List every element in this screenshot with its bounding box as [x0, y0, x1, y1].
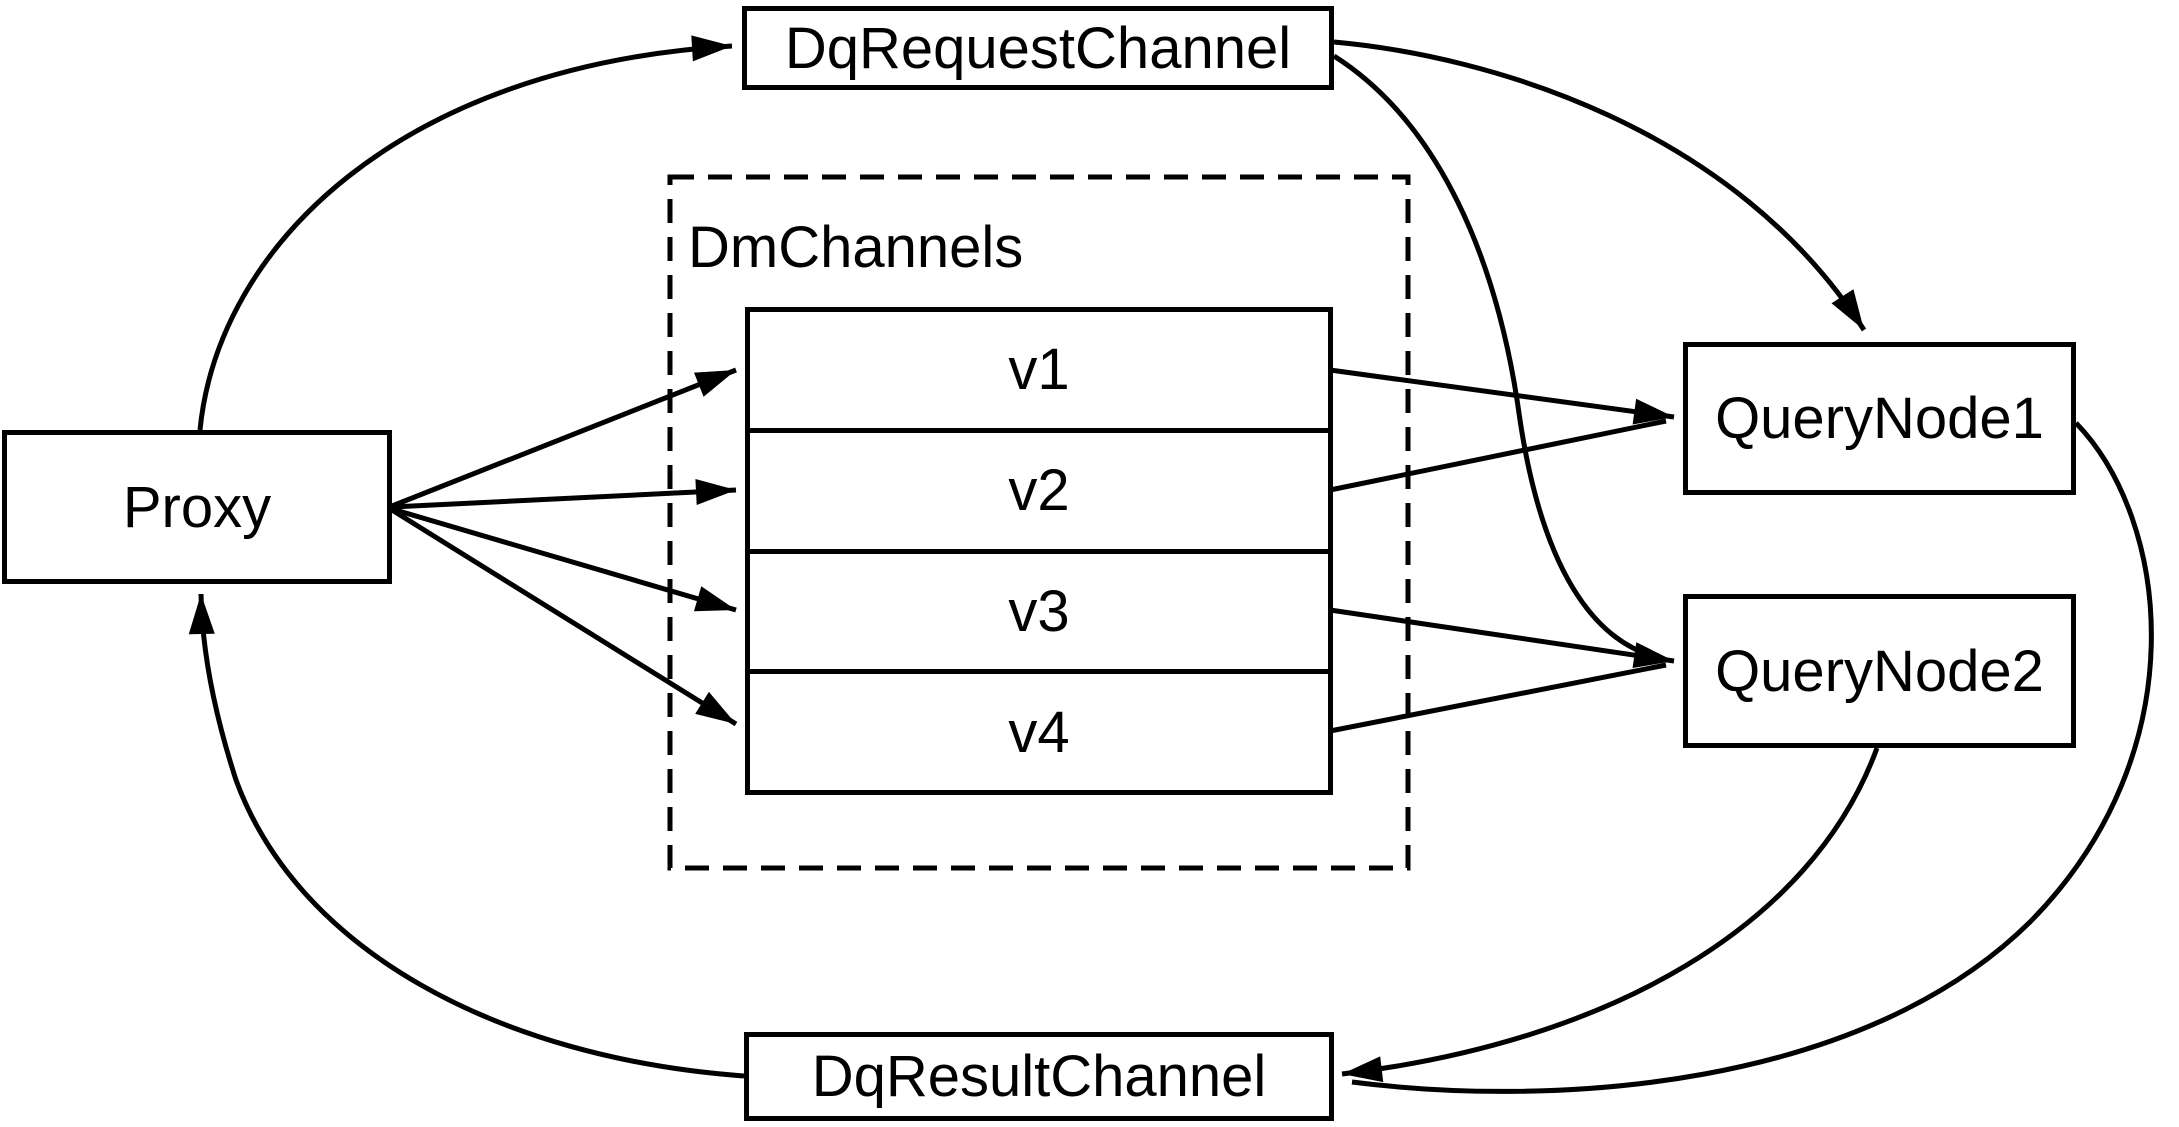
edge-v1-to-querynode1 [1329, 367, 1675, 425]
node-dq-result-channel: DqResultChannel [744, 1032, 1334, 1121]
edge-proxy-to-v3 [391, 506, 737, 613]
channel-stack: v1 v2 v3 v4 [745, 307, 1333, 795]
edge-proxy-to-v1 [391, 367, 737, 509]
node-dq-request-channel: DqRequestChannel [742, 6, 1334, 90]
node-query-node-2-label: QueryNode2 [1715, 638, 2044, 704]
edge-proxy-to-v4 [390, 507, 738, 727]
edge-proxy-to-v2 [391, 478, 737, 510]
edge-dqrequestchannel-to-querynode1 [1333, 39, 1867, 332]
channel-row-v1: v1 [750, 312, 1328, 428]
channel-row-v2-label: v2 [1008, 458, 1070, 524]
edge-v3-to-querynode2 [1329, 607, 1675, 668]
edge-proxy-to-dqrequestchannel [197, 35, 733, 431]
node-dq-result-channel-label: DqResultChannel [811, 1044, 1267, 1109]
channel-row-v1-label: v1 [1008, 337, 1070, 403]
node-dq-request-channel-label: DqRequestChannel [784, 15, 1292, 81]
node-query-node-1: QueryNode1 [1683, 342, 2076, 495]
edge-v4-to-querynode2 [1329, 662, 1667, 734]
dm-channels-group-label: DmChannels [688, 215, 1024, 280]
node-proxy: Proxy [2, 430, 392, 584]
edge-v2-to-querynode1 [1329, 418, 1667, 493]
edge-querynode2-to-dqresultchannel [1341, 747, 1880, 1083]
node-query-node-1-label: QueryNode1 [1715, 386, 2044, 451]
channel-row-v3: v3 [750, 548, 1328, 670]
channel-row-v4-label: v4 [1008, 699, 1070, 765]
node-query-node-2: QueryNode2 [1683, 594, 2076, 748]
channel-row-v2: v2 [750, 427, 1328, 549]
dm-channels-group-border [667, 174, 1411, 871]
edge-dqresultchannel-to-proxy [188, 593, 745, 1079]
node-proxy-label: Proxy [122, 474, 272, 540]
channel-row-v4: v4 [750, 669, 1328, 790]
edge-dqrequestchannel-to-querynode2 [1332, 53, 1661, 661]
edge-querynode1-to-dqresultchannel [1351, 421, 2154, 1094]
channel-row-v3-label: v3 [1008, 578, 1070, 644]
